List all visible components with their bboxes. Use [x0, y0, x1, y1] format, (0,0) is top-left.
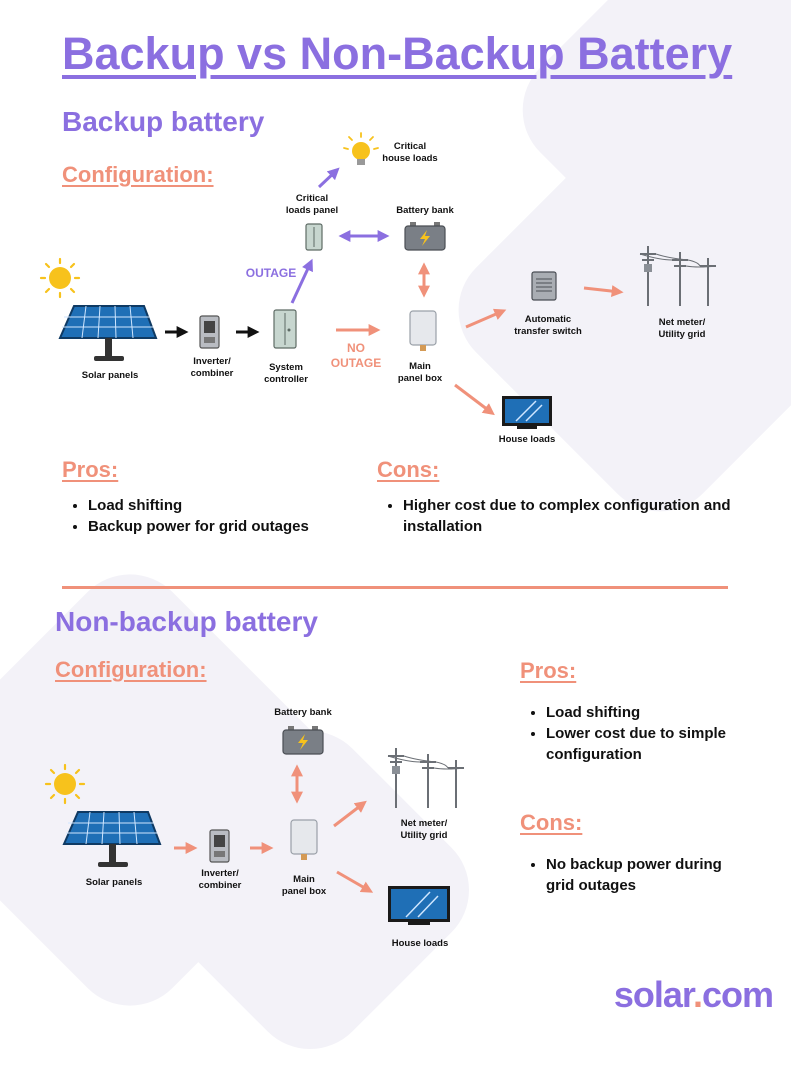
- nonbackup-heading: Non-backup battery: [55, 606, 318, 637]
- television-icon: [388, 886, 450, 925]
- list-item: Load shifting: [88, 495, 388, 516]
- arrow-critical-panel-to-loads: [317, 167, 340, 189]
- arrow-ats-to-grid: [583, 285, 624, 298]
- backup-configuration-heading: Configuration:: [62, 162, 214, 187]
- nonbackup-pros-heading: Pros:: [520, 658, 577, 683]
- nonbackup-cons-heading: Cons:: [520, 810, 583, 835]
- node-label-critical-loads-panel: Critical loads panel: [285, 193, 339, 216]
- outage-label: OUTAGE: [245, 266, 297, 280]
- nonbackup-cons-list: No backup power during grid outages: [520, 854, 746, 896]
- nonbackup-pros-list: Load shifting Lower cost due to simple c…: [520, 702, 746, 765]
- backup-pros-list: Load shifting Backup power for grid outa…: [62, 495, 388, 537]
- battery-bank-icon: [282, 726, 324, 755]
- utility-pole-icon: [639, 246, 717, 306]
- node-label-net-meter: Net meter/ Utility grid: [400, 818, 448, 841]
- diagram-graphics: [39, 132, 717, 925]
- critical-loads-panel-icon: [305, 223, 323, 251]
- arrow-main-to-house: [454, 383, 495, 416]
- transfer-switch-icon: [531, 271, 557, 301]
- node-label-battery-bank: Battery bank: [396, 205, 454, 216]
- list-item: Backup power for grid outages: [88, 516, 388, 537]
- solar-panel-icon: [58, 305, 158, 361]
- arrow-outage: [290, 258, 313, 304]
- backup-heading: Backup battery: [62, 106, 265, 137]
- node-label-critical-house-loads: Critical house loads: [382, 141, 438, 164]
- list-item: Higher cost due to complex configuration…: [403, 495, 743, 537]
- node-label-solar-panels: Solar panels: [85, 877, 143, 888]
- section-divider: [62, 586, 728, 589]
- arrow-main-to-grid: [333, 800, 367, 828]
- battery-bank-icon: [404, 222, 446, 251]
- node-label-house-loads: House loads: [498, 434, 556, 445]
- utility-pole-icon: [387, 748, 465, 808]
- page-title: Backup vs Non-Backup Battery: [62, 28, 733, 79]
- list-item: No backup power during grid outages: [546, 854, 746, 896]
- node-label-automatic-transfer-switch: Automatic transfer switch: [514, 314, 582, 337]
- node-label-battery-bank: Battery bank: [274, 707, 332, 718]
- no-outage-label: NO OUTAGE: [330, 341, 382, 370]
- lightbulb-icon: [343, 132, 379, 165]
- node-label-inverter: Inverter/ combiner: [198, 868, 242, 891]
- sun-icon: [44, 763, 86, 805]
- inverter-icon: [199, 315, 220, 349]
- arrow-main-to-ats: [465, 308, 507, 329]
- list-item: Lower cost due to simple configuration: [546, 723, 746, 765]
- list-item: Load shifting: [546, 702, 746, 723]
- main-panel-box-icon: [409, 310, 437, 351]
- inverter-icon: [209, 829, 230, 863]
- node-label-solar-panels: Solar panels: [81, 370, 139, 381]
- node-label-main-panel-box: Main panel box: [397, 361, 443, 384]
- node-label-house-loads: House loads: [391, 938, 449, 949]
- solar-panel-icon: [62, 811, 162, 867]
- backup-cons-heading: Cons:: [377, 457, 440, 482]
- sun-icon: [39, 257, 81, 299]
- main-panel-box-icon: [290, 819, 318, 860]
- nonbackup-configuration-heading: Configuration:: [55, 657, 207, 682]
- solar-com-logo: solar.com: [613, 974, 774, 1015]
- node-label-system-controller: System controller: [264, 362, 308, 385]
- node-label-net-meter: Net meter/ Utility grid: [658, 317, 706, 340]
- backup-cons-list: Higher cost due to complex configuration…: [377, 495, 743, 537]
- node-label-inverter: Inverter/ combiner: [190, 356, 234, 379]
- system-controller-icon: [273, 309, 297, 349]
- backup-pros-heading: Pros:: [62, 457, 119, 482]
- television-icon: [502, 396, 552, 429]
- arrow-main-to-house: [336, 870, 374, 893]
- node-label-main-panel-box: Main panel box: [281, 874, 327, 897]
